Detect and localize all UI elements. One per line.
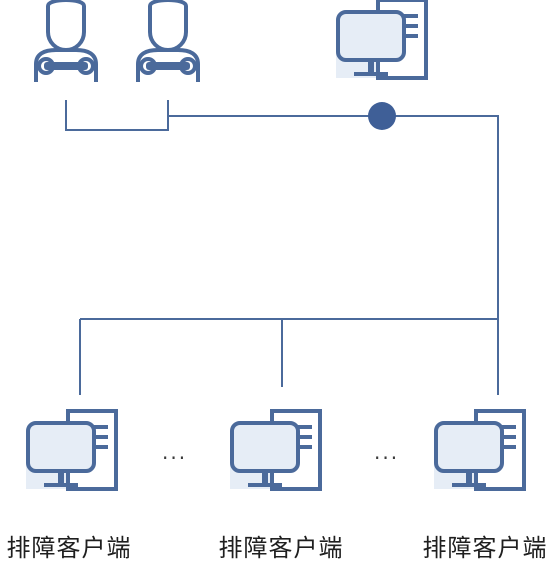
ellipsis: ··· bbox=[162, 446, 188, 470]
ellipsis: ··· bbox=[374, 446, 400, 470]
client-label: 排障客户端 bbox=[218, 534, 344, 562]
computer-server-icon bbox=[24, 409, 118, 491]
computer-server-icon bbox=[432, 409, 526, 491]
engineer-wrench-icon bbox=[34, 0, 98, 84]
engineer-wrench-icon bbox=[136, 0, 200, 84]
hub-node bbox=[368, 102, 396, 130]
computer-server-icon bbox=[228, 409, 322, 491]
client-label: 排障客户端 bbox=[422, 534, 548, 562]
computer-server-icon bbox=[334, 0, 428, 80]
connection-lines bbox=[65, 100, 499, 395]
client-label: 排障客户端 bbox=[6, 534, 132, 562]
